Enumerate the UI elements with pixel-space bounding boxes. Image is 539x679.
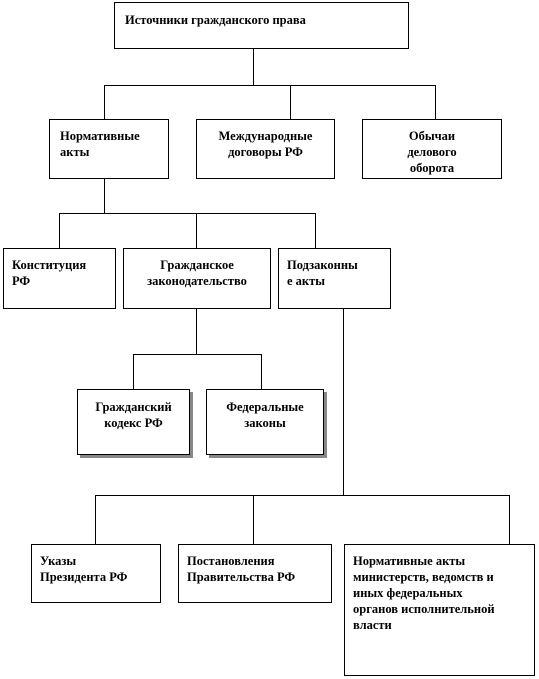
- connector-line: [104, 85, 105, 120]
- connector-line: [253, 495, 254, 545]
- connector-line: [196, 213, 197, 249]
- business-customs-box: Обычаи делового оборота: [362, 119, 502, 179]
- presidential-decrees-box: Указы Президента РФ: [31, 544, 161, 603]
- ministry-acts-box: Нормативные акты министерств, ведомств и…: [344, 544, 535, 676]
- connector-line: [196, 308, 197, 355]
- federal-laws-box: Федеральные законы: [206, 389, 324, 455]
- connector-line: [290, 85, 291, 120]
- connector-line: [95, 495, 96, 545]
- connector-line: [95, 495, 510, 496]
- connector-line: [59, 213, 316, 214]
- civil-code-box: Гражданский кодекс РФ: [77, 389, 190, 455]
- international-treaties-box: Международные договоры РФ: [196, 119, 335, 179]
- connector-line: [435, 85, 436, 120]
- root-box: Источники гражданского права: [114, 2, 409, 49]
- connector-line: [59, 213, 60, 249]
- connector-line: [104, 178, 105, 214]
- connector-line: [253, 48, 254, 86]
- bylaws-box: Подзаконны е акты: [278, 248, 391, 309]
- connector-line: [133, 354, 134, 390]
- connector-line: [509, 495, 510, 545]
- constitution-box: Конституция РФ: [3, 248, 116, 309]
- connector-line: [104, 85, 436, 86]
- government-resolutions-box: Постановления Правительства РФ: [178, 544, 332, 603]
- connector-line: [315, 213, 316, 249]
- civil-legislation-box: Гражданское законодательство: [123, 248, 271, 309]
- connector-line: [133, 354, 262, 355]
- normative-acts-box: Нормативные акты: [49, 119, 169, 179]
- connector-line: [261, 354, 262, 390]
- connector-line: [343, 308, 344, 496]
